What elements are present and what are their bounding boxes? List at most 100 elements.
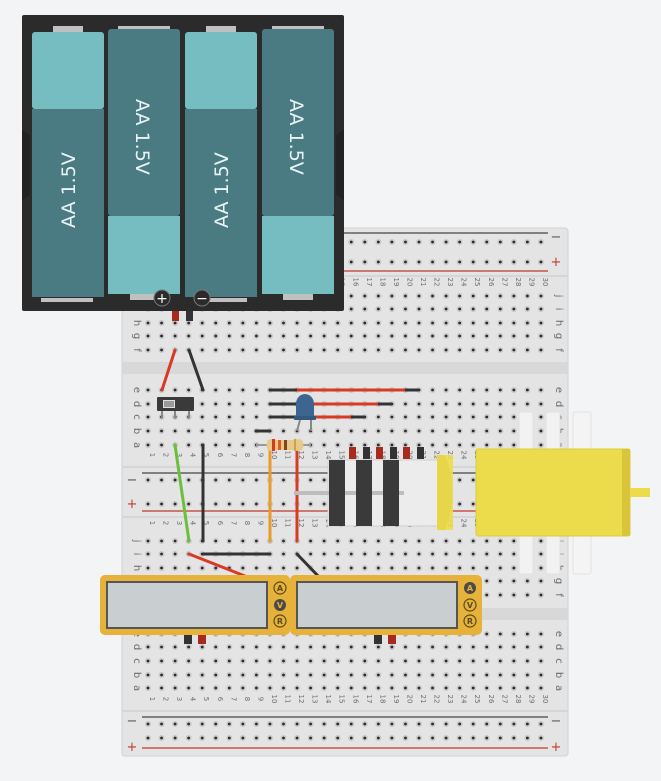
breadboard-hole[interactable] (280, 734, 287, 741)
breadboard-hole[interactable] (172, 734, 179, 741)
breadboard-hole[interactable] (429, 305, 436, 312)
breadboard-hole[interactable] (226, 427, 233, 434)
breadboard-hole[interactable] (524, 239, 531, 246)
breadboard-hole[interactable] (280, 643, 287, 650)
breadboard-hole[interactable] (510, 537, 517, 544)
breadboard-hole[interactable] (334, 643, 341, 650)
breadboard-hole[interactable] (497, 386, 504, 393)
breadboard-hole[interactable] (402, 657, 409, 664)
breadboard-hole[interactable] (470, 292, 477, 299)
breadboard-hole[interactable] (185, 427, 192, 434)
breadboard-hole[interactable] (145, 319, 152, 326)
meter-mode-r[interactable]: R (273, 614, 287, 628)
breadboard-hole[interactable] (483, 577, 490, 584)
breadboard-hole[interactable] (239, 427, 246, 434)
breadboard-hole[interactable] (429, 386, 436, 393)
breadboard-hole[interactable] (375, 427, 382, 434)
breadboard-hole[interactable] (361, 671, 368, 678)
breadboard-hole[interactable] (226, 537, 233, 544)
breadboard-hole[interactable] (483, 671, 490, 678)
breadboard-hole[interactable] (415, 441, 422, 448)
breadboard-hole[interactable] (375, 657, 382, 664)
breadboard-hole[interactable] (524, 386, 531, 393)
breadboard-hole[interactable] (510, 258, 517, 265)
breadboard-hole[interactable] (145, 400, 152, 407)
breadboard-hole[interactable] (456, 332, 463, 339)
breadboard-hole[interactable] (443, 292, 450, 299)
breadboard-hole[interactable] (266, 319, 273, 326)
breadboard-hole[interactable] (388, 671, 395, 678)
breadboard-hole[interactable] (185, 734, 192, 741)
breadboard-hole[interactable] (510, 657, 517, 664)
breadboard-hole[interactable] (429, 550, 436, 557)
breadboard-hole[interactable] (266, 564, 273, 571)
breadboard-hole[interactable] (415, 427, 422, 434)
breadboard-hole[interactable] (443, 537, 450, 544)
breadboard-hole[interactable] (388, 537, 395, 544)
breadboard-hole[interactable] (145, 427, 152, 434)
breadboard-hole[interactable] (334, 537, 341, 544)
breadboard-hole[interactable] (470, 734, 477, 741)
breadboard-hole[interactable] (456, 239, 463, 246)
breadboard-hole[interactable] (348, 720, 355, 727)
breadboard-hole[interactable] (280, 319, 287, 326)
breadboard-hole[interactable] (361, 319, 368, 326)
breadboard-hole[interactable] (280, 332, 287, 339)
breadboard-hole[interactable] (537, 537, 544, 544)
breadboard-hole[interactable] (199, 657, 206, 664)
breadboard-hole[interactable] (429, 441, 436, 448)
breadboard-hole[interactable] (524, 671, 531, 678)
breadboard-hole[interactable] (415, 550, 422, 557)
breadboard-hole[interactable] (470, 319, 477, 326)
breadboard-hole[interactable] (239, 564, 246, 571)
breadboard-hole[interactable] (388, 643, 395, 650)
breadboard-hole[interactable] (497, 427, 504, 434)
breadboard-hole[interactable] (226, 319, 233, 326)
breadboard-hole[interactable] (361, 643, 368, 650)
breadboard-hole[interactable] (524, 400, 531, 407)
breadboard-hole[interactable] (415, 537, 422, 544)
breadboard-hole[interactable] (348, 564, 355, 571)
breadboard-hole[interactable] (266, 684, 273, 691)
breadboard-hole[interactable] (497, 550, 504, 557)
breadboard-hole[interactable] (497, 630, 504, 637)
breadboard-hole[interactable] (524, 305, 531, 312)
breadboard-hole[interactable] (388, 239, 395, 246)
breadboard-hole[interactable] (524, 684, 531, 691)
breadboard-hole[interactable] (375, 305, 382, 312)
breadboard-hole[interactable] (307, 720, 314, 727)
breadboard-hole[interactable] (429, 292, 436, 299)
breadboard-hole[interactable] (307, 671, 314, 678)
breadboard-hole[interactable] (280, 476, 287, 483)
breadboard-hole[interactable] (483, 720, 490, 727)
breadboard-hole[interactable] (375, 564, 382, 571)
breadboard-hole[interactable] (402, 239, 409, 246)
breadboard-hole[interactable] (483, 319, 490, 326)
breadboard-hole[interactable] (429, 537, 436, 544)
breadboard-hole[interactable] (266, 643, 273, 650)
breadboard-hole[interactable] (226, 346, 233, 353)
breadboard-hole[interactable] (470, 720, 477, 727)
breadboard-hole[interactable] (402, 643, 409, 650)
breadboard-hole[interactable] (361, 305, 368, 312)
breadboard-hole[interactable] (402, 305, 409, 312)
breadboard-hole[interactable] (470, 643, 477, 650)
breadboard-hole[interactable] (199, 413, 206, 420)
breadboard-hole[interactable] (456, 657, 463, 664)
breadboard-hole[interactable] (537, 346, 544, 353)
breadboard-hole[interactable] (415, 305, 422, 312)
breadboard-hole[interactable] (348, 427, 355, 434)
breadboard-hole[interactable] (388, 441, 395, 448)
breadboard-hole[interactable] (239, 734, 246, 741)
breadboard-hole[interactable] (253, 671, 260, 678)
breadboard-hole[interactable] (443, 346, 450, 353)
breadboard-hole[interactable] (172, 671, 179, 678)
breadboard-hole[interactable] (429, 319, 436, 326)
breadboard-hole[interactable] (470, 258, 477, 265)
breadboard-hole[interactable] (402, 400, 409, 407)
breadboard-hole[interactable] (429, 413, 436, 420)
wire-black-meter[interactable] (295, 552, 322, 580)
breadboard-hole[interactable] (470, 441, 477, 448)
breadboard-hole[interactable] (172, 657, 179, 664)
